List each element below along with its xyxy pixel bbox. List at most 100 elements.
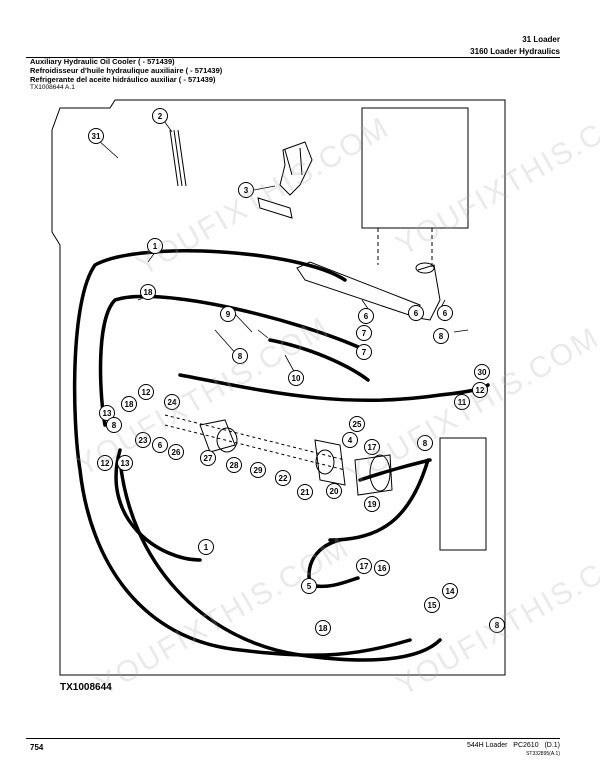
callout-circle [99, 405, 115, 421]
callout-circle [152, 108, 168, 124]
callout-14: 14 [442, 583, 458, 599]
callout-label: 6 [443, 309, 448, 318]
callout-label: 27 [204, 454, 213, 463]
callout-label: 8 [423, 439, 428, 448]
callout-17: 17 [356, 558, 372, 574]
callout-circle [437, 305, 453, 321]
callout-label: 4 [348, 436, 353, 445]
valve-assembly [199, 419, 393, 496]
callout-24: 24 [164, 394, 180, 410]
callout-label: 25 [353, 420, 362, 429]
footer-rev: (D.1) [544, 742, 560, 749]
callout-label: 30 [478, 368, 487, 377]
callout-label: 20 [330, 487, 339, 496]
callout-27: 27 [200, 450, 216, 466]
callout-circle [275, 470, 291, 486]
callout-18: 18 [140, 284, 156, 300]
callout-12: 12 [472, 382, 488, 398]
figure-titles: Auxiliary Hydraulic Oil Cooler ( - 57143… [30, 57, 222, 84]
callout-circle [88, 128, 104, 144]
callout-label: 6 [414, 309, 419, 318]
callout-circle [138, 384, 154, 400]
callout-circle [135, 432, 151, 448]
callout-circle [364, 439, 380, 455]
callout-circle [472, 382, 488, 398]
callout-31: 31 [88, 128, 104, 144]
callout-circle [226, 457, 242, 473]
callout-circle [164, 394, 180, 410]
item-2-strips [169, 129, 187, 187]
callout-circle [168, 444, 184, 460]
footer-model: 544H Loader [466, 742, 508, 749]
callout-label: 12 [142, 388, 151, 397]
callout-5: 5 [301, 578, 317, 594]
callout-label: 6 [158, 441, 163, 450]
callout-2: 2 [152, 108, 168, 124]
callout-circle [106, 417, 122, 433]
callout-circle [408, 305, 424, 321]
footer-tracking: ST332895(A.1) [526, 751, 560, 757]
callout-circle [238, 182, 254, 198]
callout-circle [474, 364, 490, 380]
callout-label: 7 [362, 348, 367, 357]
callout-circle [232, 348, 248, 364]
callout-12: 12 [97, 455, 113, 471]
callout-circle [356, 558, 372, 574]
callout-11: 11 [454, 394, 470, 410]
callout-label: 22 [279, 474, 288, 483]
callout-17: 17 [364, 439, 380, 455]
callout-28: 28 [226, 457, 242, 473]
callout-circle [250, 462, 266, 478]
callout-label: 18 [125, 400, 134, 409]
callout-25: 25 [349, 416, 365, 432]
callout-label: 11 [458, 398, 467, 407]
callout-21: 21 [297, 484, 313, 500]
callout-29: 29 [250, 462, 266, 478]
title-french: Refroidisseur d'huile hydraulique auxili… [30, 66, 223, 75]
callout-label: 24 [168, 398, 177, 407]
callout-circle [198, 539, 214, 555]
callout-label: 9 [226, 310, 231, 319]
callout-4: 4 [342, 432, 358, 448]
callout-13: 13 [99, 405, 115, 421]
callout-label: 14 [446, 587, 455, 596]
callout-circle [140, 284, 156, 300]
callout-circle [326, 483, 342, 499]
callout-6: 6 [437, 305, 453, 321]
callout-label: 15 [428, 601, 437, 610]
callout-8: 8 [106, 417, 122, 433]
callout-7: 7 [356, 325, 372, 341]
callout-circle [356, 325, 372, 341]
callout-circle [433, 328, 449, 344]
callout-circle [489, 617, 505, 633]
callout-label: 6 [364, 312, 369, 321]
callout-circle [121, 396, 137, 412]
callout-label: 1 [204, 543, 209, 552]
callout-circle [364, 496, 380, 512]
callout-label: 7 [362, 329, 367, 338]
callout-circle [442, 583, 458, 599]
callout-13: 13 [117, 455, 133, 471]
figure-reference: TX1008644 A.1 [30, 84, 75, 91]
callout-circle [356, 344, 372, 360]
page-number: 754 [30, 743, 44, 752]
section-title: 31 Loader [522, 35, 560, 44]
footer-info: 544H Loader PC2610 (D.1) ST332895(A.1) [467, 742, 560, 758]
callout-7: 7 [356, 344, 372, 360]
callout-6: 6 [152, 437, 168, 453]
callout-8: 8 [417, 435, 433, 451]
subsection-title: 3160 Loader Hydraulics [470, 47, 560, 56]
callout-label: 18 [319, 624, 328, 633]
callout-8: 8 [433, 328, 449, 344]
callout-circle [301, 578, 317, 594]
callout-8: 8 [232, 348, 248, 364]
callout-circle [220, 306, 236, 322]
callout-circle [97, 455, 113, 471]
callout-label: 8 [495, 621, 500, 630]
callout-18: 18 [121, 396, 137, 412]
callout-label: 28 [230, 461, 239, 470]
title-english: Auxiliary Hydraulic Oil Cooler ( - 57143… [30, 57, 175, 66]
callout-label: 31 [92, 132, 101, 141]
